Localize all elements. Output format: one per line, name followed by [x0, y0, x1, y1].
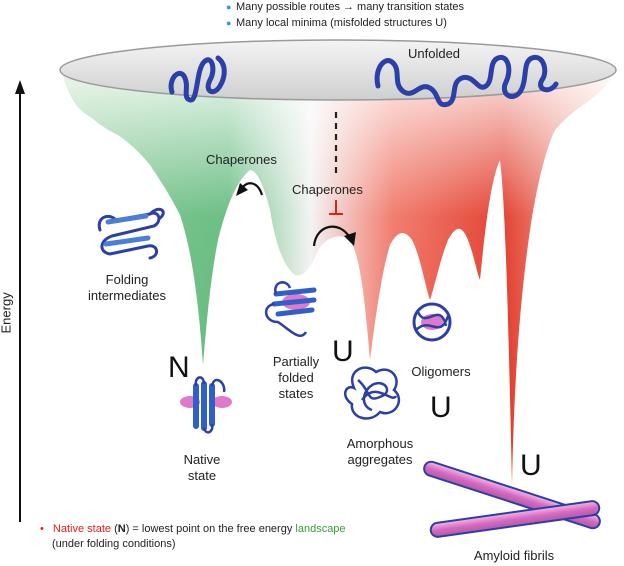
label-partially-folded-line1: Partially [272, 354, 320, 369]
bottom-note-line2: (under folding conditions) [52, 538, 176, 550]
state-letter-u3: U [520, 449, 542, 482]
state-letter-n: N [168, 351, 190, 384]
bottom-note-paren: ( [111, 523, 118, 535]
top-note-1: ● Many possible routes → many transition … [226, 0, 566, 15]
unfolded-chain-left [168, 55, 227, 103]
bottom-note-mid: ) = lowest point on the free energy [125, 523, 296, 535]
oligomer-protein [412, 302, 452, 342]
amyloid-fibrils [423, 460, 601, 538]
label-partially-folded-line2: folded [278, 370, 314, 385]
label-amorphous-line2: aggregates [347, 452, 413, 467]
label-native-line1: Native [183, 452, 221, 467]
label-folding-intermediates-line2: intermediates [87, 288, 167, 303]
amorphous-aggregate [344, 366, 401, 420]
bottom-note-native-state: Native state [52, 523, 112, 535]
bottom-note: • Native state (N) = lowest point on the… [40, 522, 400, 552]
top-note-2: ● Many local minima (misfolded structures… [226, 16, 566, 31]
label-native-line2: state [187, 468, 217, 483]
label-amorphous-aggregates: Amorphous aggregates [330, 436, 430, 468]
label-amyloid-fibrils: Amyloid fibrils [473, 548, 555, 563]
partially-folded-protein [265, 281, 317, 338]
energy-axis-arrowhead [15, 80, 25, 94]
folding-intermediate-protein [97, 207, 165, 260]
label-chaperones-left: Chaperones [206, 152, 277, 167]
label-oligomers: Oligomers [411, 364, 471, 379]
label-partially-folded-line3: states [278, 386, 314, 401]
bottom-note-n: N [117, 523, 126, 535]
top-note-2-text: Many local minima (misfolded structures … [236, 17, 447, 29]
label-amorphous-line1: Amorphous [346, 436, 414, 451]
label-chaperones-mid: Chaperones [292, 182, 363, 197]
label-partially-folded: Partially folded states [264, 354, 328, 402]
bottom-note-landscape: landscape [295, 523, 346, 535]
arrowhead-mid [344, 232, 356, 246]
bottom-note-bullet: • [40, 523, 44, 535]
native-protein [180, 376, 232, 434]
top-note-1-text: Many possible routes → many transition s… [236, 1, 465, 13]
label-energy: Energy [0, 292, 14, 334]
label-folding-intermediates-line1: Folding [105, 272, 149, 287]
funnel-rim [59, 39, 617, 101]
unfolded-chain-right [374, 54, 559, 108]
state-letter-u1: U [332, 335, 354, 368]
arrowhead-left [236, 183, 248, 196]
bullet-dot: ● [226, 2, 232, 12]
label-unfolded: Unfolded [408, 46, 461, 61]
bullet-dot: ● [226, 18, 232, 28]
state-letter-u2: U [430, 391, 452, 424]
label-folding-intermediates: Folding intermediates [72, 272, 182, 304]
chaperone-arrow-mid [312, 225, 351, 247]
label-native-state: Native state [172, 452, 232, 484]
